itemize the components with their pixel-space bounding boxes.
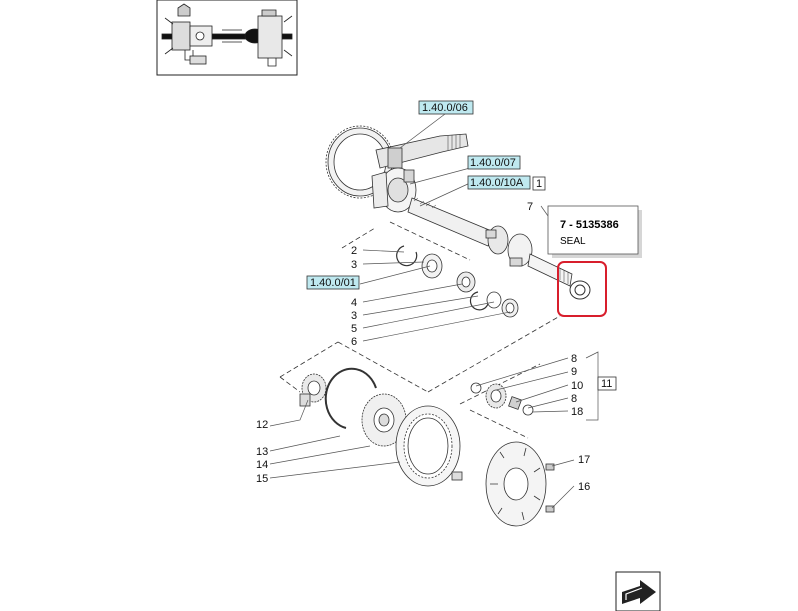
callout-16[interactable]: 16	[578, 481, 590, 493]
tooltip-part-description: SEAL	[560, 236, 586, 247]
ref-label-3[interactable]: 1.40.0/10A	[467, 175, 531, 190]
leader-lines	[269, 102, 599, 509]
callout-numbers: 7 2 3 4 3 5 6 8 9 10 8 18 12 13 14 15 17…	[256, 201, 590, 493]
axle-shaft	[407, 197, 495, 247]
differential-case	[371, 167, 417, 213]
ref-label-3-text: 1.40.0/10A	[470, 177, 524, 189]
sun-gear	[299, 373, 327, 407]
group-number-text: 1	[536, 178, 542, 190]
axle-assembly-thumbnail-icon	[161, 3, 293, 67]
callout-6[interactable]: 6	[351, 336, 357, 348]
ref-label-2[interactable]: 1.40.0/07	[467, 155, 521, 170]
group-number-2-text: 11	[601, 378, 612, 390]
callout-3-upper[interactable]: 3	[351, 259, 357, 271]
ref-label-4[interactable]: 1.40.0/01	[306, 275, 360, 290]
callout-7[interactable]: 7	[527, 201, 533, 213]
axle-overview-thumbnail[interactable]	[156, 0, 298, 76]
planetary-gear-set	[470, 382, 534, 416]
callout-5[interactable]: 5	[351, 323, 357, 335]
ring-gear	[395, 405, 461, 487]
callout-10[interactable]: 10	[571, 380, 583, 392]
planet-carrier	[324, 367, 407, 447]
callout-18[interactable]: 18	[571, 406, 583, 418]
seal-part[interactable]	[569, 280, 591, 300]
ref-label-1[interactable]: 1.40.0/06	[418, 100, 474, 115]
callout-17[interactable]: 17	[578, 454, 590, 466]
ref-label-2-text: 1.40.0/07	[470, 157, 516, 169]
tooltip-part-code: 7 - 5135386	[560, 219, 619, 231]
next-page-arrow-icon	[622, 580, 656, 604]
part-tooltip: 7 - 5135386 SEAL	[547, 205, 642, 258]
ref-label-4-text: 1.40.0/01	[310, 277, 356, 289]
universal-joint	[485, 225, 573, 287]
group-number-box: 1	[532, 176, 546, 191]
seal-highlight-box	[557, 261, 607, 317]
callout-2[interactable]: 2	[351, 245, 357, 257]
callout-8-lower[interactable]: 8	[571, 393, 577, 405]
ref-label-1-text: 1.40.0/06	[422, 102, 468, 114]
callout-3-lower[interactable]: 3	[351, 310, 357, 322]
wheel-hub	[451, 441, 555, 527]
callout-12[interactable]: 12	[256, 419, 268, 431]
callout-4[interactable]: 4	[351, 297, 357, 309]
group-number-box-2: 11	[597, 376, 617, 391]
callout-15[interactable]: 15	[256, 473, 268, 485]
callout-14[interactable]: 14	[256, 459, 268, 471]
callout-13[interactable]: 13	[256, 446, 268, 458]
next-page-button[interactable]	[615, 571, 661, 611]
callout-9[interactable]: 9	[571, 366, 577, 378]
callout-8-upper[interactable]: 8	[571, 353, 577, 365]
